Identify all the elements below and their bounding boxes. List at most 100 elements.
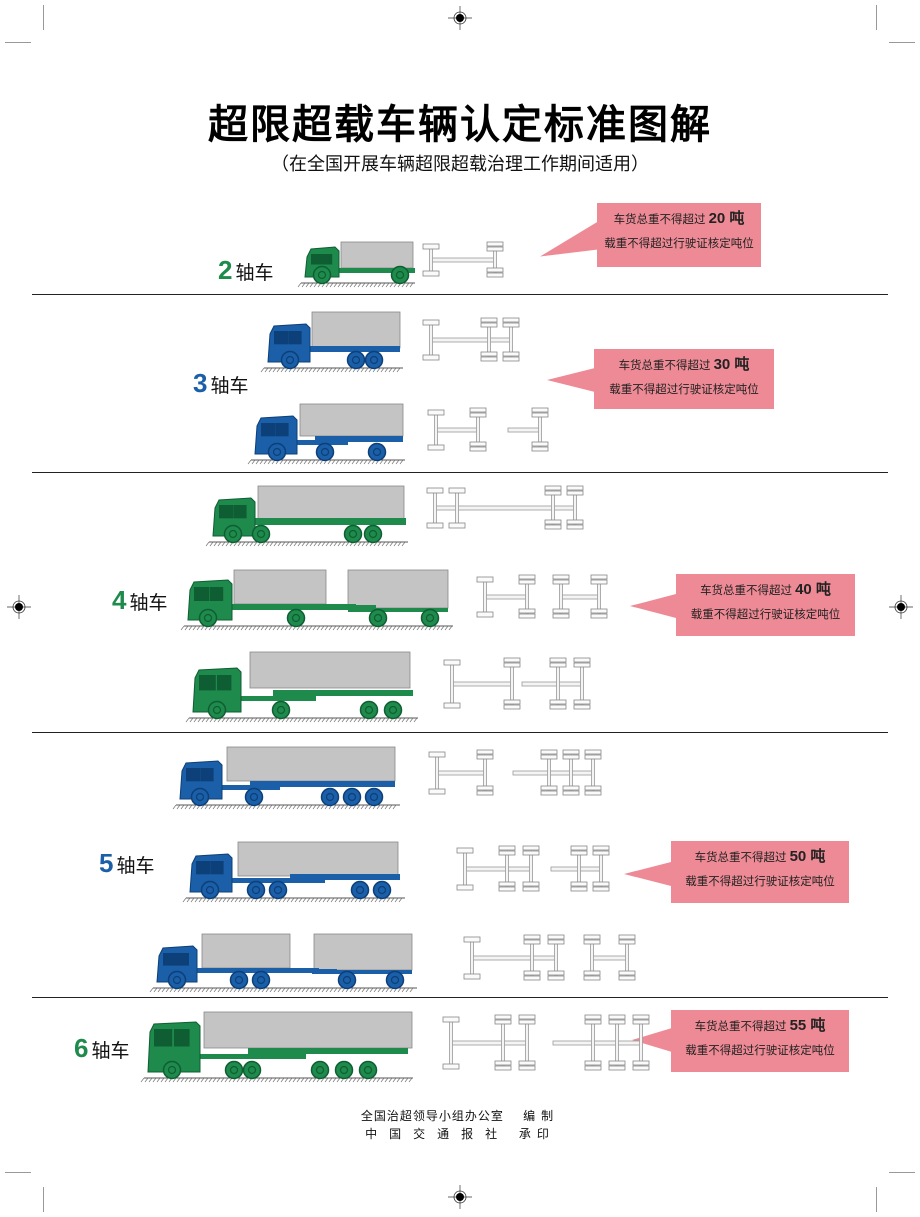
tire — [632, 1019, 650, 1025]
chassis — [273, 690, 413, 696]
tire — [469, 412, 487, 418]
wheel — [315, 442, 335, 462]
callout-line2: 载重不得超过行驶证核定吨位 — [685, 1043, 835, 1057]
cargo-box — [203, 1011, 413, 1049]
chassis — [196, 1054, 306, 1059]
drive-shaft — [464, 866, 532, 872]
wheel — [368, 608, 388, 628]
tire — [584, 785, 602, 791]
truck-icon — [185, 651, 418, 723]
tire — [592, 850, 610, 856]
section-divider — [32, 732, 888, 733]
wheel — [372, 880, 392, 900]
tire — [547, 975, 565, 981]
drive-shaft — [430, 337, 512, 343]
wheel — [224, 1060, 244, 1080]
wheel — [383, 700, 403, 720]
axle-count: 6 — [74, 1033, 89, 1063]
tire — [503, 662, 521, 668]
tire — [590, 579, 608, 585]
axle-count: 2 — [218, 255, 233, 285]
tire — [618, 975, 636, 981]
wheel — [271, 700, 291, 720]
tire — [583, 975, 601, 981]
axle — [573, 491, 577, 525]
tire — [549, 699, 567, 705]
tire — [608, 1065, 626, 1071]
cargo-box — [257, 485, 405, 521]
axle — [577, 851, 581, 887]
axle — [525, 580, 529, 614]
tire — [562, 785, 580, 791]
tire — [566, 524, 584, 530]
callout-pointer — [624, 862, 671, 886]
wheel — [162, 1060, 182, 1080]
cargo-box — [201, 933, 291, 969]
tire — [552, 574, 570, 580]
truck-icon — [247, 403, 405, 465]
tire — [448, 522, 466, 529]
axle — [434, 413, 438, 447]
tire — [540, 754, 558, 760]
drive-shaft — [591, 955, 628, 961]
tire — [583, 934, 601, 940]
tire — [503, 704, 521, 710]
section-divider — [32, 294, 888, 295]
wheel — [200, 880, 220, 900]
tire — [428, 751, 446, 758]
tire — [584, 754, 602, 760]
chassis — [356, 605, 376, 608]
wheel — [286, 608, 306, 628]
truck-icon — [140, 1011, 413, 1083]
axle-diagram-icon — [422, 241, 504, 278]
cargo-box — [249, 651, 411, 689]
tire — [502, 322, 520, 328]
cab-window — [177, 953, 189, 966]
tire — [427, 444, 445, 451]
registration-mark-icon — [448, 6, 472, 30]
axle-diagram-icon — [428, 749, 602, 796]
cab-window — [186, 768, 201, 782]
axle — [470, 940, 474, 976]
axle-suffix: 轴车 — [91, 1040, 130, 1062]
wheel — [334, 1060, 354, 1080]
chassis — [293, 440, 348, 445]
weight-limit: 55 吨 — [789, 1017, 826, 1034]
axle — [483, 755, 487, 791]
tire — [448, 487, 466, 494]
tire — [590, 613, 608, 619]
tire — [494, 1065, 512, 1071]
truck-icon — [149, 933, 417, 993]
axle — [525, 1020, 529, 1066]
wheel — [198, 608, 218, 628]
chassis — [228, 604, 356, 610]
axle — [483, 580, 487, 614]
tire — [498, 881, 516, 887]
tire — [592, 881, 610, 887]
axle — [559, 580, 563, 614]
axle-diagram-icon — [422, 317, 520, 362]
tire — [584, 1060, 602, 1066]
axle — [556, 663, 560, 705]
tire — [498, 850, 516, 856]
cab-window — [274, 331, 289, 345]
tire — [549, 662, 567, 668]
tire — [544, 524, 562, 530]
cab-window — [199, 675, 216, 691]
drive-shaft — [430, 257, 496, 263]
tire — [486, 241, 504, 247]
tire — [469, 446, 487, 452]
tire — [540, 749, 558, 755]
tire — [544, 490, 562, 496]
tire — [498, 886, 516, 892]
drive-shaft — [484, 594, 528, 600]
footer-line-2: 中国交通报社 承印 — [0, 1125, 920, 1142]
cab-window — [219, 505, 234, 519]
tire — [583, 970, 601, 976]
page-title: 超限超载车辆认定标准图解 — [208, 102, 712, 148]
drive-shaft — [552, 1040, 642, 1046]
tire — [592, 845, 610, 851]
